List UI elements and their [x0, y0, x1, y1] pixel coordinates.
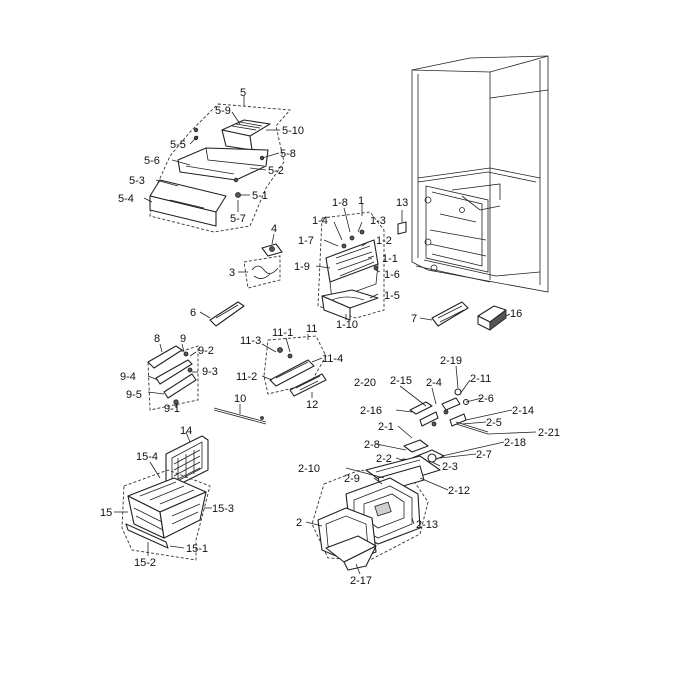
- label-5-5: 5-5: [170, 139, 186, 151]
- part-7-duct: [419, 301, 469, 327]
- label-1-8: 1-8: [332, 197, 348, 209]
- part-6-rail: [199, 301, 245, 327]
- label-2-4: 2-4: [426, 377, 442, 389]
- label-13: 13: [396, 197, 408, 209]
- label-5-8: 5-8: [280, 148, 296, 160]
- label-5-9: 5-9: [215, 105, 231, 117]
- label-2-5: 2-5: [486, 417, 502, 429]
- label-1-1: 1-1: [382, 253, 398, 265]
- label-9-2: 9-2: [198, 345, 214, 357]
- label-15-3: 15-3: [212, 503, 234, 515]
- label-2-7: 2-7: [476, 449, 492, 461]
- label-2-10: 2-10: [298, 463, 320, 475]
- part-3-wire-harness: [238, 255, 281, 289]
- label-9: 9: [180, 333, 186, 345]
- label-11-3: 11-3: [240, 335, 261, 347]
- label-7: 7: [411, 313, 417, 325]
- part-14-filter-cover: [165, 431, 209, 489]
- label-11-2: 11-2: [236, 371, 257, 383]
- rail-assembly-11: [261, 334, 327, 398]
- label-14: 14: [180, 425, 192, 437]
- label-11-1: 11-1: [272, 327, 293, 339]
- label-2-13: 2-13: [416, 519, 438, 531]
- label-5-10: 5-10: [282, 125, 304, 137]
- refrigerator-cabinet: [411, 55, 549, 293]
- evaporator-cover-assembly-1: [315, 204, 385, 321]
- label-15-4: 15-4: [136, 451, 158, 463]
- label-4: 4: [271, 223, 277, 235]
- label-5-7: 5-7: [230, 213, 246, 225]
- label-9-4: 9-4: [120, 371, 136, 383]
- label-2-2: 2-2: [376, 453, 392, 465]
- label-2-21: 2-21: [538, 427, 560, 439]
- label-15-2: 15-2: [134, 557, 156, 569]
- basket-assembly-15: [114, 461, 212, 561]
- label-11: 11: [306, 323, 317, 335]
- dispenser-assembly-2: [305, 365, 537, 575]
- label-1-3: 1-3: [370, 215, 386, 227]
- label-9-3: 9-3: [202, 366, 218, 378]
- label-2-8: 2-8: [364, 439, 380, 451]
- drawer-5-leaders: [143, 96, 280, 212]
- label-2-9: 2-9: [344, 473, 360, 485]
- label-2-12: 2-12: [448, 485, 470, 497]
- label-1-9: 1-9: [294, 261, 310, 273]
- label-8: 8: [154, 333, 160, 345]
- label-5-2: 5-2: [268, 165, 284, 177]
- label-5-1: 5-1: [252, 190, 268, 202]
- label-2-3: 2-3: [442, 461, 458, 473]
- label-11-4: 11-4: [322, 353, 343, 365]
- label-1-7: 1-7: [298, 235, 314, 247]
- part-4-actuator: [261, 233, 283, 257]
- label-3: 3: [229, 267, 235, 279]
- label-2: 2: [296, 517, 302, 529]
- rail-assembly-9: [147, 343, 199, 411]
- label-12: 12: [306, 399, 318, 411]
- label-2-17: 2-17: [350, 575, 372, 587]
- label-2-16: 2-16: [360, 405, 382, 417]
- label-1-4: 1-4: [312, 215, 328, 227]
- drawer-assembly-5: [149, 103, 291, 233]
- part-16-damper: [477, 305, 511, 331]
- label-2-14: 2-14: [512, 405, 534, 417]
- label-1-10: 1-10: [336, 319, 358, 331]
- part-10-strip: [213, 404, 267, 425]
- label-9-5: 9-5: [126, 389, 142, 401]
- label-15: 15: [100, 507, 112, 519]
- label-9-1: 9-1: [164, 403, 180, 415]
- label-5-6: 5-6: [144, 155, 160, 167]
- label-10: 10: [234, 393, 246, 405]
- label-1-5: 1-5: [384, 290, 400, 302]
- label-2-6: 2-6: [478, 393, 494, 405]
- label-2-15: 2-15: [390, 375, 412, 387]
- label-2-20: 2-20: [354, 377, 376, 389]
- label-2-1: 2-1: [378, 421, 394, 433]
- label-2-11: 2-11: [470, 373, 491, 385]
- label-16: 16: [510, 308, 522, 320]
- label-5: 5: [240, 87, 246, 99]
- label-15-1: 15-1: [186, 543, 208, 555]
- label-2-18: 2-18: [504, 437, 526, 449]
- label-1-2: 1-2: [376, 235, 392, 247]
- label-2-19: 2-19: [440, 355, 462, 367]
- label-6: 6: [190, 307, 196, 319]
- label-1-6: 1-6: [384, 269, 400, 281]
- label-5-3: 5-3: [129, 175, 145, 187]
- part-labels: 5 5-9 5-10 5-5 5-8 5-6 5-2 5-3 5-1 5-4 5…: [100, 87, 560, 587]
- part-13-thermistor: [397, 210, 407, 235]
- label-5-4: 5-4: [118, 193, 134, 205]
- label-1: 1: [358, 195, 364, 207]
